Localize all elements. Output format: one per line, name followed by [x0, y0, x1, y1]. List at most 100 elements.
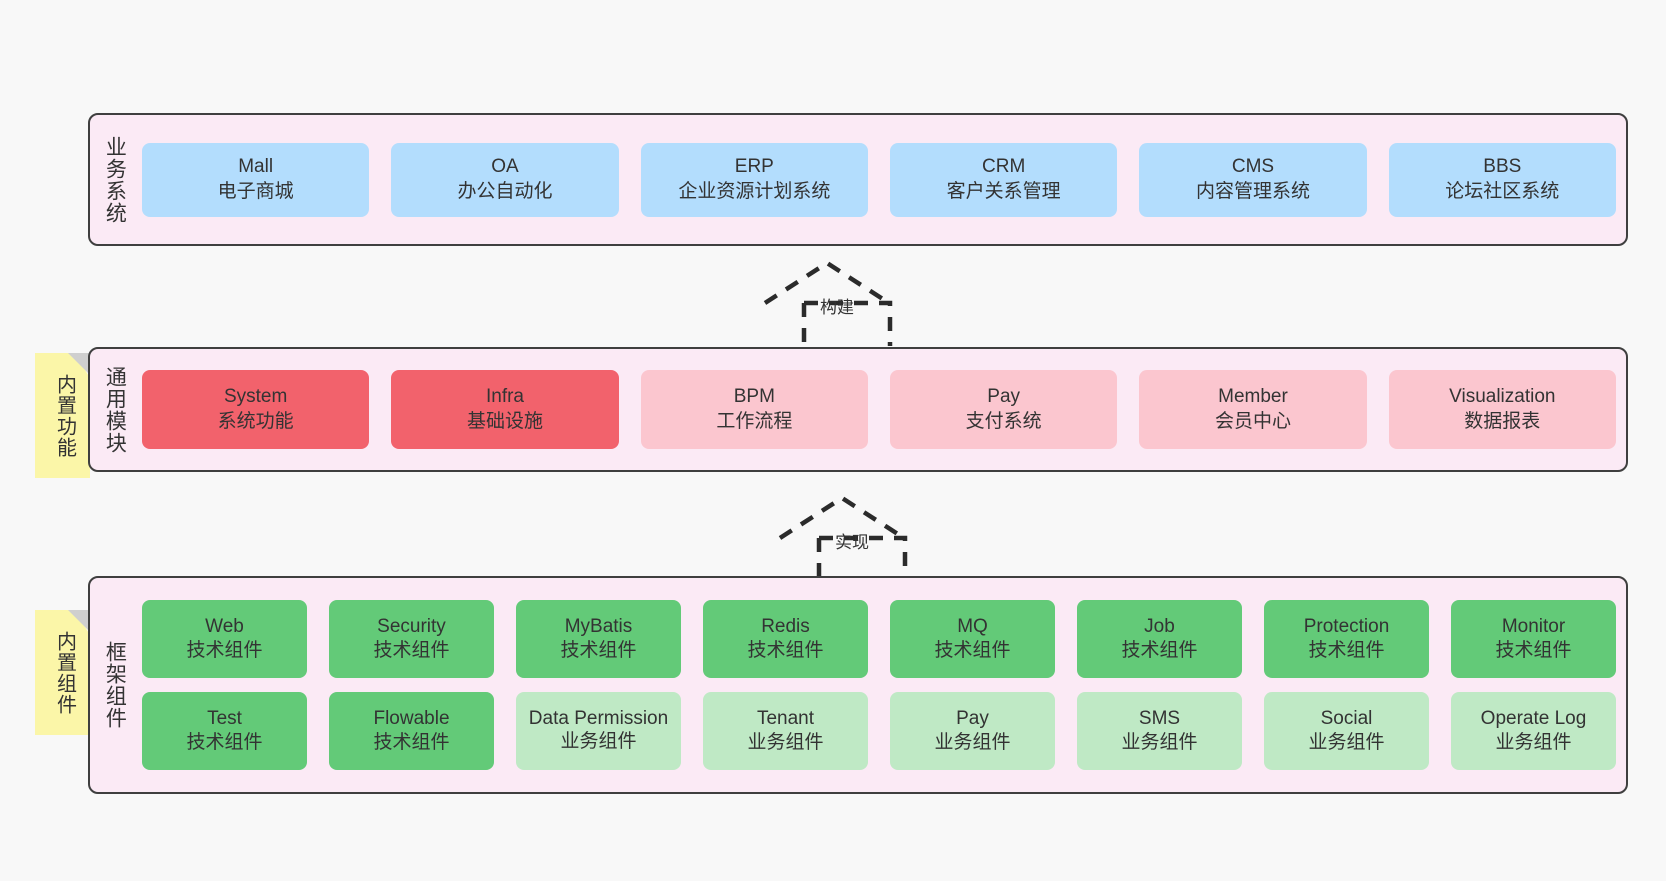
module-name: OA [491, 156, 519, 178]
component-name: Protection [1303, 615, 1390, 637]
component-name: Data Permission [528, 708, 669, 730]
component-card-tenant[interactable]: Tenant 业务组件 [703, 692, 868, 770]
component-desc: 技术组件 [1121, 640, 1198, 661]
component-name: Flowable [373, 707, 450, 729]
component-desc: 技术组件 [747, 640, 824, 661]
layer-body-business-systems: Mall 电子商城 OA 办公自动化 ERP 企业资源计划系统 CRM 客户关系… [138, 115, 1626, 244]
module-desc: 系统功能 [217, 410, 294, 432]
module-card-bbs[interactable]: BBS 论坛社区系统 [1388, 142, 1616, 217]
component-name: MQ [957, 615, 988, 637]
component-desc: 技术组件 [560, 640, 637, 661]
module-name: BBS [1483, 156, 1522, 178]
module-name: Member [1218, 386, 1288, 408]
component-name: Operate Log [1480, 707, 1587, 729]
component-name: MyBatis [564, 615, 633, 637]
layer-business-systems: 业务系统 Mall 电子商城 OA 办公自动化 ERP 企业资源计划系统 CRM… [88, 113, 1628, 246]
build-arrow-icon [763, 260, 893, 346]
module-name: CMS [1231, 156, 1275, 178]
connector-implement: 实现 [775, 493, 955, 583]
module-card-visualization[interactable]: Visualization 数据报表 [1388, 370, 1616, 449]
module-card-infra[interactable]: Infra 基础设施 [391, 370, 619, 449]
note-builtin-features: 内置功能 [35, 353, 90, 478]
layer-framework-components: 框架组件 Web 技术组件 Security 技术组件 MyBatis 技术组件… [88, 576, 1628, 794]
module-name: Infra [485, 386, 524, 408]
module-card-member[interactable]: Member 会员中心 [1139, 370, 1367, 449]
component-card-operate-log[interactable]: Operate Log 业务组件 [1451, 692, 1616, 770]
module-card-pay[interactable]: Pay 支付系统 [889, 370, 1118, 449]
component-desc: 技术组件 [934, 640, 1011, 661]
component-desc: 业务组件 [747, 732, 824, 753]
component-name: Web [205, 615, 244, 637]
module-card-erp[interactable]: ERP 企业资源计划系统 [640, 142, 868, 217]
layer-title-common-modules: 通用模块 [103, 365, 127, 454]
component-desc: 技术组件 [1308, 640, 1385, 661]
layer-row: System 系统功能 Infra 基础设施 BPM 工作流程 Pay 支付系统… [142, 370, 1616, 449]
component-card-data-permission[interactable]: Data Permission 业务组件 [516, 692, 681, 770]
component-desc: 技术组件 [1495, 640, 1572, 661]
component-desc: 业务组件 [934, 732, 1011, 753]
module-desc: 工作流程 [716, 410, 793, 432]
component-card-test[interactable]: Test 技术组件 [142, 692, 307, 770]
component-desc: 业务组件 [1121, 732, 1198, 753]
component-card-security[interactable]: Security 技术组件 [329, 600, 494, 678]
layer-common-modules: 通用模块 System 系统功能 Infra 基础设施 BPM 工作流程 Pay… [88, 347, 1628, 472]
module-name: Visualization [1449, 386, 1556, 408]
layer-body-common-modules: System 系统功能 Infra 基础设施 BPM 工作流程 Pay 支付系统… [138, 349, 1626, 470]
component-name: Redis [761, 615, 810, 637]
module-card-crm[interactable]: CRM 客户关系管理 [889, 142, 1118, 217]
component-card-flowable[interactable]: Flowable 技术组件 [329, 692, 494, 770]
component-desc: 技术组件 [186, 640, 263, 661]
component-name: Security [377, 615, 446, 637]
connector-implement-label: 实现 [835, 533, 869, 552]
component-desc: 业务组件 [560, 731, 637, 753]
component-name: Social [1320, 707, 1373, 729]
module-name: Mall [238, 156, 274, 178]
module-card-bpm[interactable]: BPM 工作流程 [640, 370, 868, 449]
module-name: ERP [734, 156, 774, 178]
note-fold-corner-icon [68, 353, 90, 375]
module-name: Pay [987, 386, 1021, 408]
component-card-mybatis[interactable]: MyBatis 技术组件 [516, 600, 681, 678]
layer-row: Mall 电子商城 OA 办公自动化 ERP 企业资源计划系统 CRM 客户关系… [142, 142, 1616, 217]
component-card-redis[interactable]: Redis 技术组件 [703, 600, 868, 678]
component-name: Pay [956, 707, 989, 729]
module-card-cms[interactable]: CMS 内容管理系统 [1139, 142, 1367, 217]
component-card-web[interactable]: Web 技术组件 [142, 600, 307, 678]
module-desc: 数据报表 [1464, 410, 1541, 432]
component-card-pay[interactable]: Pay 业务组件 [890, 692, 1055, 770]
component-name: Tenant [756, 707, 815, 729]
note-fold-corner-icon [68, 610, 90, 632]
component-name: SMS [1138, 707, 1181, 729]
module-desc: 企业资源计划系统 [678, 180, 831, 202]
layer-row: Web 技术组件 Security 技术组件 MyBatis 技术组件 Redi… [142, 600, 1616, 678]
layer-row: Test 技术组件 Flowable 技术组件 Data Permission … [142, 692, 1616, 770]
component-card-monitor[interactable]: Monitor 技术组件 [1451, 600, 1616, 678]
component-desc: 业务组件 [1308, 732, 1385, 753]
module-name: CRM [982, 156, 1026, 178]
module-card-system[interactable]: System 系统功能 [142, 370, 370, 449]
module-desc: 会员中心 [1214, 410, 1291, 432]
module-desc: 内容管理系统 [1195, 180, 1310, 202]
module-desc: 办公自动化 [457, 180, 553, 202]
layer-body-framework-components: Web 技术组件 Security 技术组件 MyBatis 技术组件 Redi… [138, 578, 1626, 792]
component-card-mq[interactable]: MQ 技术组件 [890, 600, 1055, 678]
component-card-sms[interactable]: SMS 业务组件 [1077, 692, 1242, 770]
module-desc: 支付系统 [965, 410, 1042, 432]
component-desc: 技术组件 [373, 640, 450, 661]
component-card-job[interactable]: Job 技术组件 [1077, 600, 1242, 678]
module-card-mall[interactable]: Mall 电子商城 [142, 142, 370, 217]
component-card-protection[interactable]: Protection 技术组件 [1264, 600, 1429, 678]
layer-title-framework-components: 框架组件 [103, 641, 127, 729]
module-card-oa[interactable]: OA 办公自动化 [391, 142, 619, 217]
component-name: Test [207, 707, 242, 729]
component-name: Job [1144, 615, 1175, 637]
module-name: System [223, 386, 288, 408]
connector-build: 构建 [760, 258, 940, 348]
module-desc: 电子商城 [217, 180, 294, 202]
module-desc: 论坛社区系统 [1445, 180, 1560, 202]
component-card-social[interactable]: Social 业务组件 [1264, 692, 1429, 770]
layer-title-business-systems: 业务系统 [103, 135, 127, 224]
component-desc: 技术组件 [186, 732, 263, 753]
module-name: BPM [733, 386, 775, 408]
